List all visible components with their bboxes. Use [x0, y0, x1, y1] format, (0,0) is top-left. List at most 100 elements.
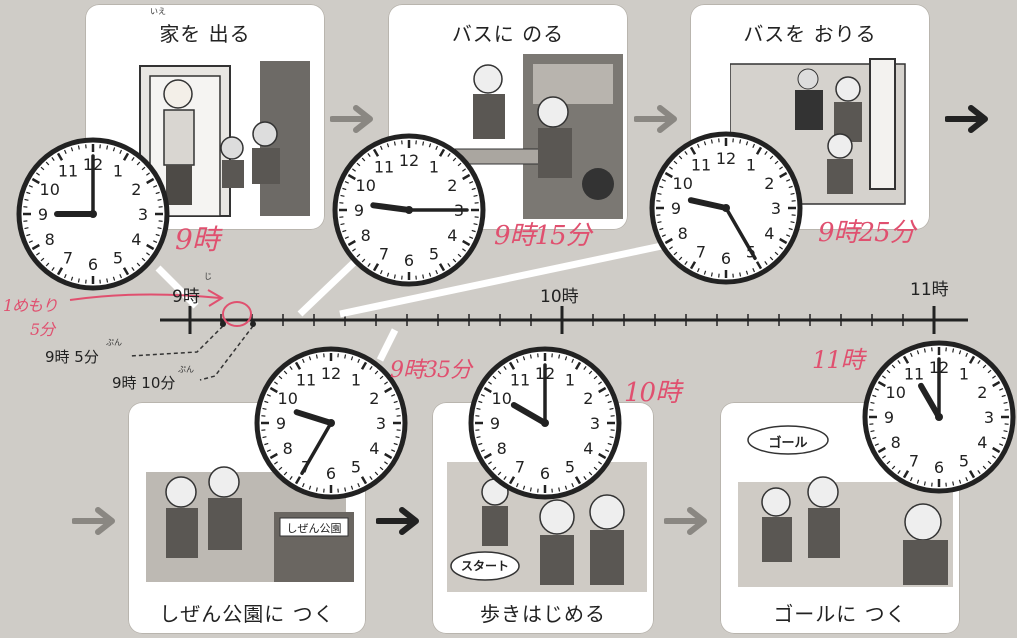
- clock-tick: [462, 239, 471, 247]
- clock-tick: [56, 152, 64, 161]
- clock-tick: [515, 483, 519, 488]
- clock-tick: [372, 148, 380, 157]
- clock-tick: [374, 370, 379, 375]
- clock-numeral: 7: [515, 457, 525, 476]
- clock-tick: [45, 262, 50, 267]
- clock-center-pin: [935, 413, 943, 421]
- clock-tick: [678, 155, 683, 160]
- clock-tick: [372, 263, 380, 272]
- clock-tick: [779, 246, 783, 250]
- clock-tick: [598, 386, 607, 394]
- ruby-ie: いえ: [150, 7, 166, 16]
- clock-tick: [141, 257, 146, 262]
- clock-tick: [155, 233, 160, 237]
- clock-tick: [369, 366, 373, 370]
- clock-tick: [26, 191, 31, 195]
- clock-tick: [739, 272, 742, 277]
- clock-tick: [982, 465, 987, 470]
- clock-tick: [119, 149, 123, 154]
- clock-numeral: 9: [490, 414, 500, 433]
- clock-tick: [710, 272, 713, 277]
- clock-numeral: 10: [886, 383, 906, 402]
- clock-tick: [266, 393, 271, 397]
- clock-tick: [340, 194, 345, 197]
- clock-hour-hand: [687, 197, 729, 211]
- handwritten-note-scale-line1: 1めもり: [3, 296, 58, 315]
- clock-tick: [508, 476, 516, 485]
- clock-tick: [790, 221, 795, 224]
- clock-tick: [386, 272, 390, 277]
- clock-numeral: 3: [771, 199, 781, 218]
- clock-tick: [452, 157, 457, 162]
- clock-tick: [422, 274, 425, 279]
- clock-tick: [153, 240, 158, 244]
- clock-tick: [471, 187, 476, 191]
- clock-tick: [684, 261, 688, 265]
- clock-numeral: 10: [40, 180, 60, 199]
- panel-title-leave-home: 家を 出る: [159, 22, 251, 46]
- clock-numeral: 6: [326, 464, 336, 483]
- clock-tick: [1001, 394, 1006, 398]
- clock-tick: [77, 145, 80, 150]
- clock-tick: [352, 248, 356, 252]
- clock-tick: [146, 177, 155, 185]
- clock-tick: [909, 477, 913, 482]
- clock-numeral: 12: [716, 149, 736, 168]
- clock-tick: [347, 239, 356, 247]
- clock-tick: [278, 375, 283, 380]
- clock-tick: [447, 263, 451, 267]
- clock-tick: [999, 387, 1004, 391]
- clock-tick: [897, 360, 901, 364]
- clock-tick: [886, 369, 891, 374]
- clock-tick: [476, 407, 481, 410]
- clock-tick: [476, 436, 481, 439]
- clock-tick: [112, 147, 116, 152]
- timeline-label-905: 9時 5分: [45, 348, 99, 366]
- clock-hour-hand: [510, 402, 548, 426]
- clock-numeral: 8: [361, 226, 371, 245]
- clock-numeral: 4: [369, 439, 379, 458]
- clock-tick: [598, 461, 602, 465]
- clock-numeral: 9: [38, 205, 48, 224]
- clock-tick: [661, 178, 666, 182]
- clock-tick: [384, 386, 393, 394]
- clock-tick: [769, 155, 774, 160]
- clock-numeral: 5: [351, 457, 361, 476]
- clock-tick: [529, 354, 532, 359]
- clock-numeral: 11: [374, 158, 394, 177]
- handwritten-note-scale-line2: 5分: [30, 320, 55, 339]
- clock-tick: [574, 361, 582, 370]
- clock-numeral: 3: [138, 205, 148, 224]
- clock-tick: [344, 354, 347, 359]
- clock-tick: [877, 380, 886, 388]
- clock-tick: [689, 146, 697, 155]
- clock-numeral: 11: [691, 156, 711, 175]
- clock-tick: [598, 381, 602, 385]
- clock-tick: [755, 146, 763, 155]
- clock-hour-hand: [293, 409, 334, 426]
- clock-tick: [987, 369, 992, 374]
- clock-tick: [350, 356, 354, 361]
- clock-tick: [344, 487, 347, 492]
- clock-tick: [503, 366, 507, 370]
- clock-tick: [588, 471, 593, 476]
- ruby-pun-5: ぷん: [106, 338, 122, 347]
- clock-tick: [965, 477, 969, 482]
- clock-numeral: 6: [934, 458, 944, 477]
- panel-leave-home: いえ 家を 出る: [85, 4, 325, 230]
- clock-tick: [469, 180, 474, 184]
- clock-tick: [874, 387, 879, 391]
- clock-numeral: 5: [113, 248, 123, 267]
- clock-tick: [122, 267, 130, 276]
- clock-tick: [605, 393, 610, 397]
- clock-tick: [289, 476, 293, 480]
- clock-tick: [774, 251, 779, 256]
- clock-tick: [522, 356, 526, 361]
- clock-tick: [435, 145, 439, 150]
- clock-tick: [529, 487, 532, 492]
- clock-numeral: 8: [891, 433, 901, 452]
- clock-tick: [369, 476, 373, 480]
- clock-tick: [63, 149, 67, 154]
